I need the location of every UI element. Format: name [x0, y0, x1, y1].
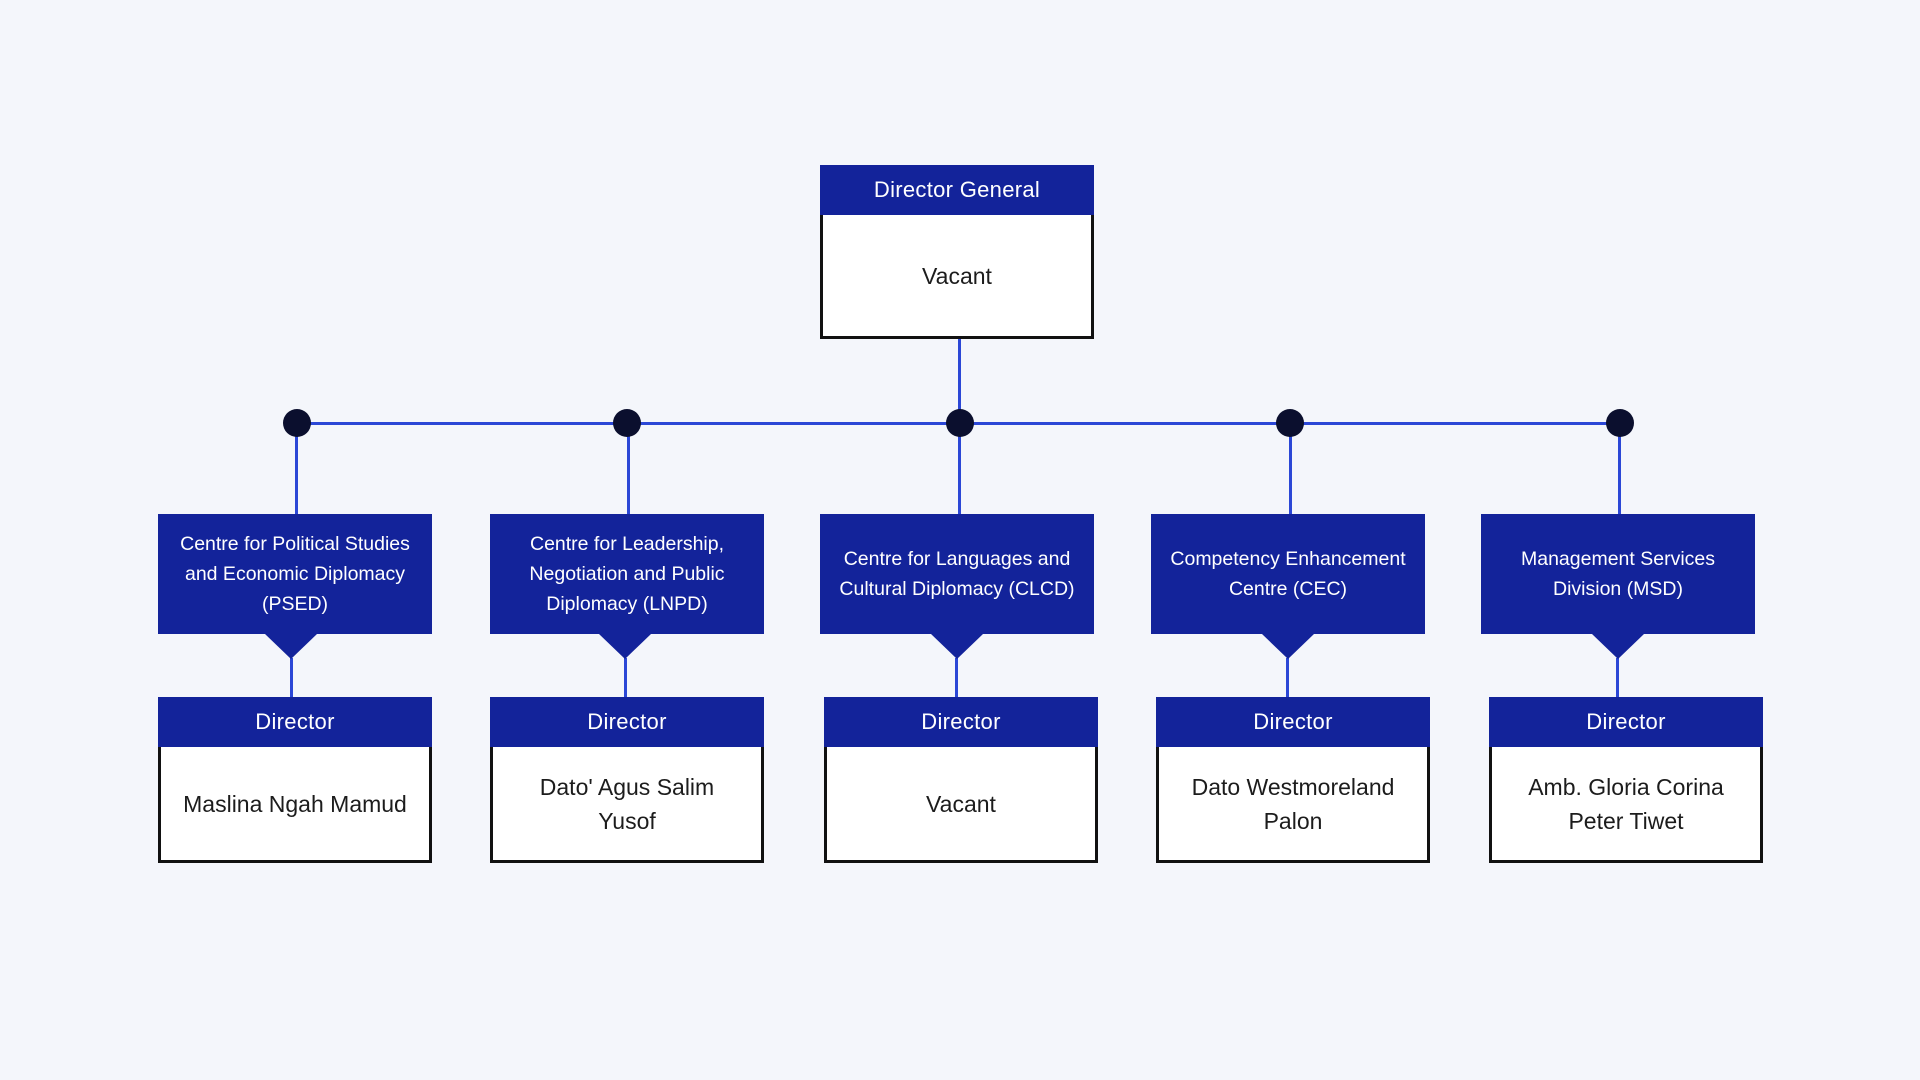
dept-box-lnpd: Centre for Leadership, Negotiation and P…	[490, 514, 764, 634]
dept-to-director-line-4	[1286, 658, 1289, 698]
dept-box-psed: Centre for Political Studies and Economi…	[158, 514, 432, 634]
dept-notch-3	[931, 634, 983, 659]
director-name: Vacant	[824, 747, 1098, 863]
dept-notch-4	[1262, 634, 1314, 659]
dept-box-msd: Management Services Division (MSD)	[1481, 514, 1755, 634]
director-general-name: Vacant	[820, 215, 1094, 339]
director-role-label: Director	[824, 697, 1098, 747]
trunk-line	[958, 338, 961, 424]
node-dot-4	[1276, 409, 1304, 437]
dept-notch-5	[1592, 634, 1644, 659]
director-name: Amb. Gloria Corina Peter Tiwet	[1489, 747, 1763, 863]
dept-notch-2	[599, 634, 651, 659]
director-name: Maslina Ngah Mamud	[158, 747, 432, 863]
node-dot-1	[283, 409, 311, 437]
director-role-label: Director	[1156, 697, 1430, 747]
director-card-msd: Director Amb. Gloria Corina Peter Tiwet	[1489, 697, 1763, 863]
dept-to-director-line-5	[1616, 658, 1619, 698]
branch-line-5	[1618, 424, 1621, 514]
dept-box-cec: Competency Enhancement Centre (CEC)	[1151, 514, 1425, 634]
director-general-card: Director General Vacant	[820, 165, 1094, 339]
director-role-label: Director	[1489, 697, 1763, 747]
dept-to-director-line-3	[955, 658, 958, 698]
dept-notch-1	[265, 634, 317, 659]
dept-to-director-line-2	[624, 658, 627, 698]
branch-line-2	[627, 424, 630, 514]
branch-line-3	[958, 424, 961, 514]
director-name: Dato Westmoreland Palon	[1156, 747, 1430, 863]
node-dot-3	[946, 409, 974, 437]
director-name: Dato' Agus Salim Yusof	[490, 747, 764, 863]
director-card-lnpd: Director Dato' Agus Salim Yusof	[490, 697, 764, 863]
node-dot-5	[1606, 409, 1634, 437]
dept-box-clcd: Centre for Languages and Cultural Diplom…	[820, 514, 1094, 634]
director-card-clcd: Director Vacant	[824, 697, 1098, 863]
node-dot-2	[613, 409, 641, 437]
director-general-title: Director General	[820, 165, 1094, 215]
director-role-label: Director	[490, 697, 764, 747]
branch-line-4	[1289, 424, 1292, 514]
dept-to-director-line-1	[290, 658, 293, 698]
director-card-psed: Director Maslina Ngah Mamud	[158, 697, 432, 863]
branch-line-1	[295, 424, 298, 514]
director-card-cec: Director Dato Westmoreland Palon	[1156, 697, 1430, 863]
director-role-label: Director	[158, 697, 432, 747]
